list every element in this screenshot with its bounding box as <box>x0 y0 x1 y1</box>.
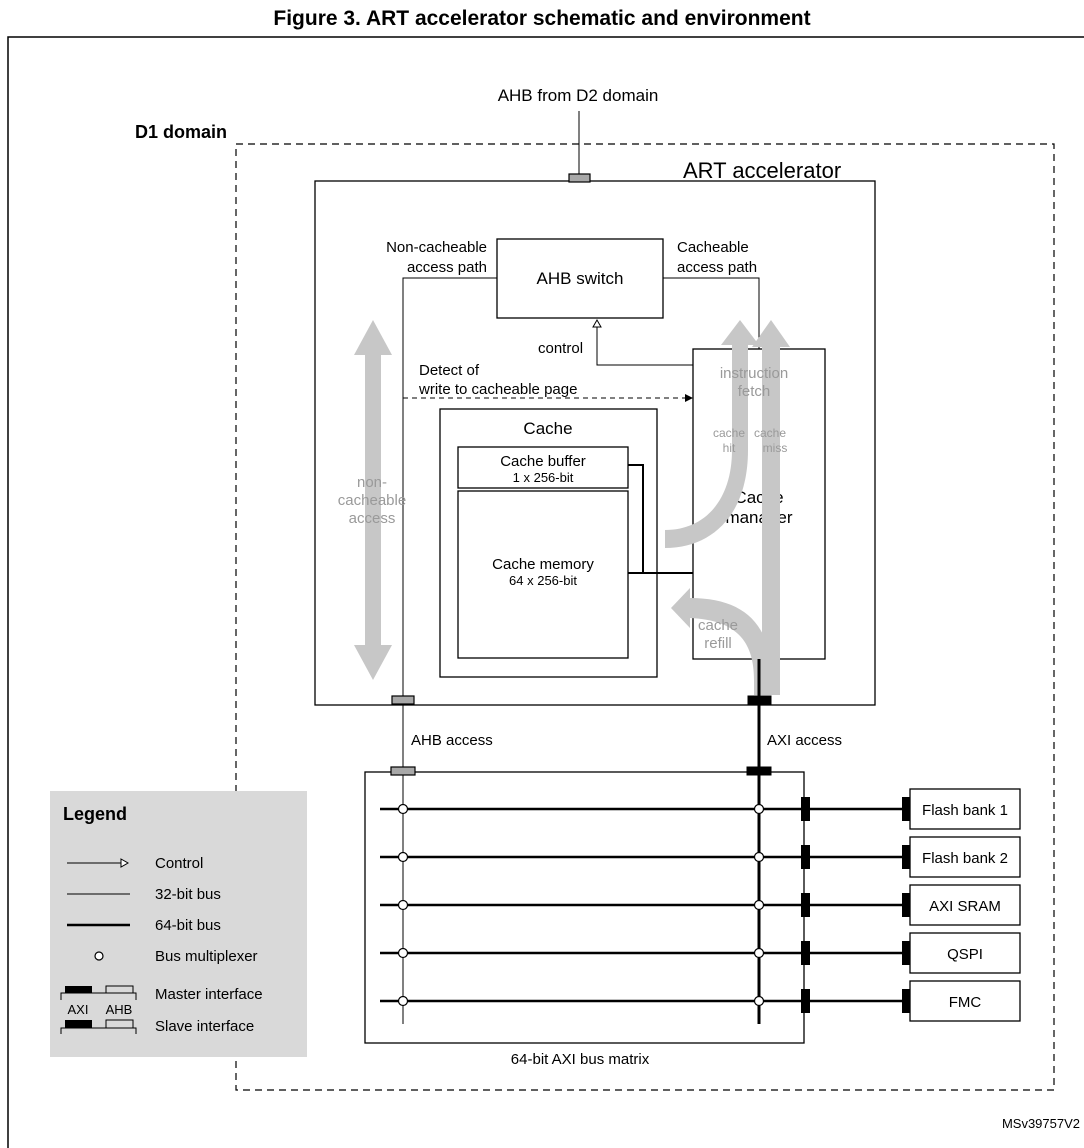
target-slave-port <box>902 797 911 821</box>
target-slave-port <box>902 893 911 917</box>
matrix-rows <box>380 797 911 1013</box>
cacheable-bus <box>663 277 760 350</box>
control-arrow <box>592 318 693 366</box>
cacheable-path-label-1: Cacheable <box>677 239 749 256</box>
noncacheable-path-label-1: Non-cacheable <box>386 239 487 256</box>
target-slave-port <box>902 989 911 1013</box>
ahb-mux <box>397 803 409 815</box>
target-box <box>909 788 1021 830</box>
legend-slave-axi <box>65 1020 92 1028</box>
cache-label: Cache <box>523 419 572 438</box>
target-slave-port <box>902 941 911 965</box>
axi-mux <box>753 803 765 815</box>
art-accelerator-label: ART accelerator <box>683 158 841 183</box>
matrix-master-port <box>801 797 810 821</box>
cache-manager-label-2: manager <box>725 508 792 527</box>
target-label: FMC <box>949 994 982 1011</box>
ahb-from-d2-label: AHB from D2 domain <box>498 86 659 105</box>
art-ahb-port <box>391 695 415 705</box>
control-label: control <box>538 340 583 357</box>
cache-memory-size: 64 x 256-bit <box>509 573 577 588</box>
legend-master: Master interface <box>155 986 263 1003</box>
ahb-d2-port <box>568 173 591 183</box>
legend-ahb-label: AHB <box>106 1002 133 1017</box>
cache-buffer-box <box>457 446 629 489</box>
bus-matrix-box <box>364 771 805 1044</box>
ahb-access-label: AHB access <box>411 732 493 749</box>
target-label: Flash bank 1 <box>922 802 1008 819</box>
cache-refill-arrow <box>671 588 772 695</box>
outer-frame <box>7 36 1084 1148</box>
legend-mux: Bus multiplexer <box>155 948 258 965</box>
legend-title: Legend <box>63 804 127 824</box>
cacheable-path-label-2: access path <box>677 259 757 276</box>
matrix-master-port <box>801 989 810 1013</box>
matrix-master-port <box>801 845 810 869</box>
target-slave-port <box>902 845 911 869</box>
matrix-axi-port <box>746 766 772 776</box>
ahb-mux <box>397 899 409 911</box>
target-box <box>909 932 1021 974</box>
instruction-fetch-label-2: fetch <box>738 383 771 400</box>
cache-refill-label-2: refill <box>704 635 732 652</box>
cache-buffer-link <box>628 464 693 574</box>
cache-hit-arrow <box>665 320 759 548</box>
cache-memory-box <box>457 490 629 659</box>
axi-mux <box>753 899 765 911</box>
art-axi-port <box>747 695 772 705</box>
noncacheable-access-label-2: cacheable <box>338 492 406 509</box>
cache-hit-label-1: cache <box>713 426 745 440</box>
cache-refill-label-1: cache <box>698 617 738 634</box>
legend-64bit: 64-bit bus <box>155 917 221 934</box>
d1-domain-label: D1 domain <box>135 122 227 142</box>
ahb-mux <box>397 995 409 1007</box>
target-box <box>909 884 1021 926</box>
target-label: AXI SRAM <box>929 898 1001 915</box>
legend-axi-label: AXI <box>68 1002 89 1017</box>
legend-master-axi <box>65 986 92 993</box>
legend-32bit: 32-bit bus <box>155 886 221 903</box>
target-boxes: Flash bank 1 Flash bank 2 AXI SRAM QSPI FMC <box>909 788 1021 1022</box>
cache-miss-arrow <box>752 320 790 695</box>
detect-label-1: Detect of <box>419 362 480 379</box>
noncacheable-access-label-1: non- <box>357 474 387 491</box>
target-label: QSPI <box>947 946 983 963</box>
matrix-ahb-port <box>390 766 416 776</box>
ahb-switch-label: AHB switch <box>537 269 624 288</box>
target-label: Flash bank 2 <box>922 850 1008 867</box>
legend-slave: Slave interface <box>155 1018 254 1035</box>
axi-mux <box>753 851 765 863</box>
target-box <box>909 980 1021 1022</box>
detect-label-2: write to cacheable page <box>418 381 577 398</box>
cache-buffer-label: Cache buffer <box>500 453 586 470</box>
matrix-master-port <box>801 941 810 965</box>
figure-title: Figure 3. ART accelerator schematic and … <box>273 7 810 30</box>
cache-buffer-size: 1 x 256-bit <box>513 470 574 485</box>
bus-matrix-label: 64-bit AXI bus matrix <box>511 1051 650 1068</box>
noncacheable-access-label-3: access <box>349 510 396 527</box>
reference-code: MSv39757V2 <box>1002 1116 1080 1131</box>
ahb-mux <box>397 851 409 863</box>
legend-master-bracket <box>60 992 137 1000</box>
legend-control: Control <box>155 855 203 872</box>
axi-mux <box>753 947 765 959</box>
legend-master-ahb <box>105 985 134 994</box>
noncacheable-path-label-2: access path <box>407 259 487 276</box>
cache-hit-label-2: hit <box>723 441 736 455</box>
matrix-master-port <box>801 893 810 917</box>
legend-slave-ahb <box>105 1019 134 1029</box>
axi-access-label: AXI access <box>767 732 842 749</box>
target-box <box>909 836 1021 878</box>
cache-miss-label-2: miss <box>763 441 788 455</box>
legend-mux-symbol <box>94 951 104 961</box>
cache-memory-label: Cache memory <box>492 556 594 573</box>
ahb-mux <box>397 947 409 959</box>
axi-mux <box>753 995 765 1007</box>
legend-slave-bracket <box>60 1027 137 1034</box>
cache-miss-label-1: cache <box>754 426 786 440</box>
d1-domain-box <box>235 143 1055 1091</box>
instruction-fetch-label-1: instruction <box>720 365 788 382</box>
noncacheable-access-arrow <box>354 320 392 680</box>
